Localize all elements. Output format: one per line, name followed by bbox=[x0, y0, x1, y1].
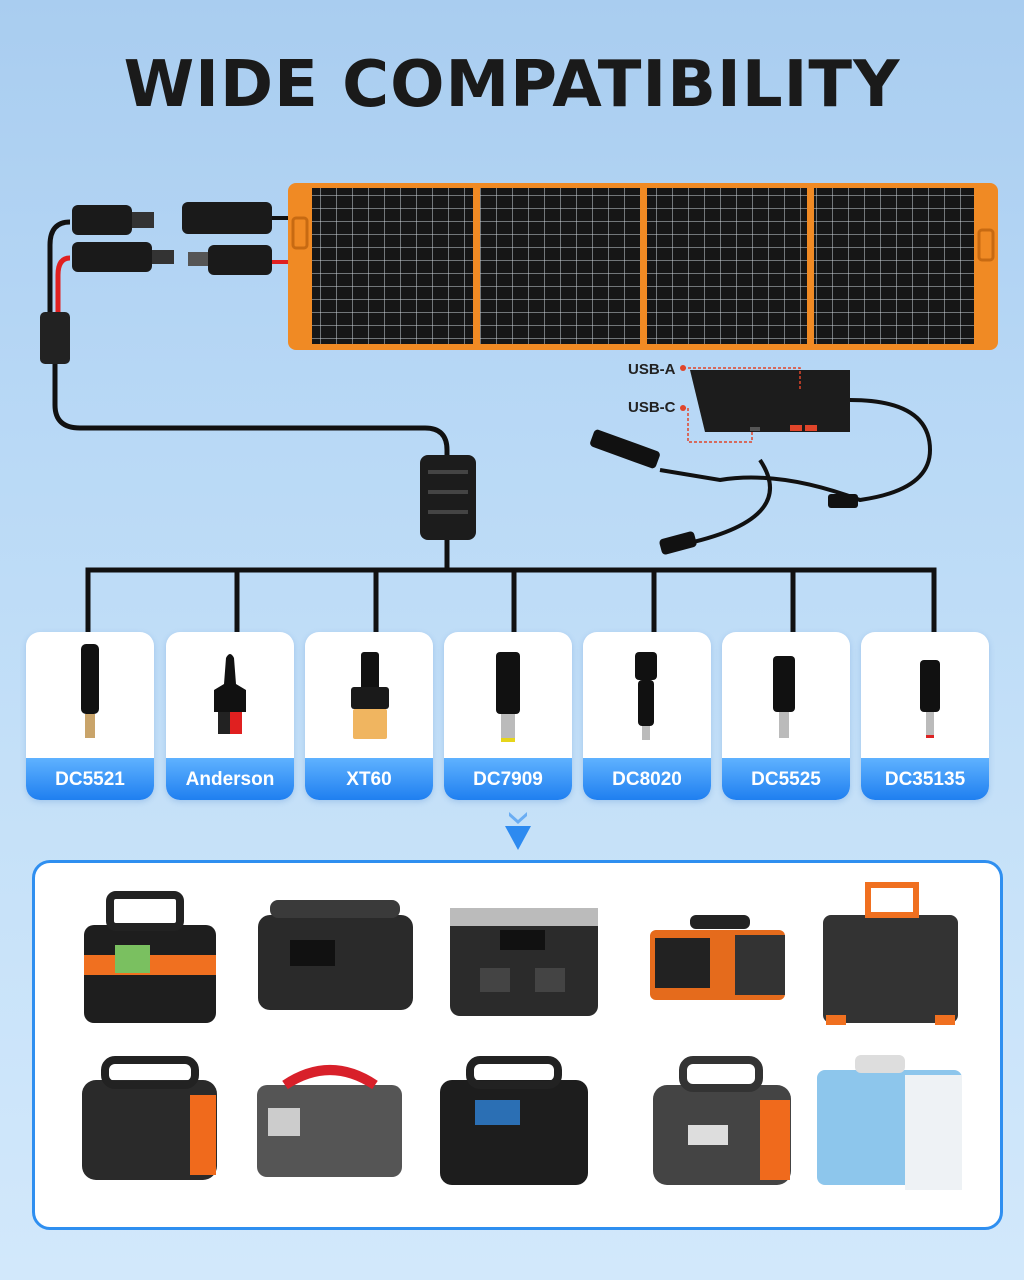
power-station-grid bbox=[82, 882, 962, 1190]
connector-label: DC35135 bbox=[861, 758, 989, 800]
power-station-image bbox=[257, 1065, 402, 1177]
power-station-image bbox=[440, 1056, 588, 1185]
dc7909-plug-icon bbox=[496, 652, 520, 742]
solar-cell bbox=[312, 188, 473, 344]
y-branch-connector bbox=[40, 312, 70, 364]
connector-label: Anderson bbox=[166, 758, 294, 800]
dc5521-plug-icon bbox=[81, 644, 99, 738]
page-title: WIDE COMPATIBILITY bbox=[123, 48, 901, 122]
usb-a-label: USB-A bbox=[628, 361, 676, 378]
connector-card-dc35135: DC35135 bbox=[861, 632, 989, 800]
solar-cell bbox=[480, 188, 640, 344]
power-station-image bbox=[650, 915, 785, 1000]
branch-cable bbox=[85, 567, 937, 632]
connector-card-dc7909: DC7909 bbox=[444, 632, 572, 800]
connector-label: DC5521 bbox=[26, 758, 154, 800]
connector-card-anderson: Anderson bbox=[166, 632, 294, 800]
connector-label: XT60 bbox=[305, 758, 433, 800]
solar-panel bbox=[288, 183, 998, 350]
usb-c-label: USB-C bbox=[628, 399, 676, 416]
power-station-image bbox=[450, 908, 598, 1016]
solar-cell bbox=[814, 188, 974, 344]
dc8020-plug-icon bbox=[635, 652, 657, 740]
dc5525-plug-icon bbox=[773, 656, 795, 738]
power-station-image bbox=[823, 882, 958, 1025]
connector-label: DC5525 bbox=[722, 758, 850, 800]
dc35135-plug-icon bbox=[920, 660, 940, 738]
power-station-image bbox=[82, 1056, 217, 1180]
power-station-image bbox=[653, 1056, 791, 1185]
anderson-plug-icon bbox=[214, 654, 246, 734]
power-station-image bbox=[84, 891, 216, 1023]
connector-card-dc5525: DC5525 bbox=[722, 632, 850, 800]
solar-panel-illustration bbox=[40, 183, 998, 850]
solar-cell bbox=[647, 188, 807, 344]
power-station-image bbox=[817, 1055, 962, 1190]
connector-card-dc5521: DC5521 bbox=[26, 632, 154, 800]
connector-label: DC7909 bbox=[444, 758, 572, 800]
usb-junction-box bbox=[590, 365, 933, 555]
power-station-image bbox=[258, 900, 413, 1010]
cable bbox=[52, 364, 450, 460]
xt60-plug-icon bbox=[351, 652, 389, 739]
cable bbox=[47, 219, 71, 330]
output-connector bbox=[420, 455, 476, 540]
chevron-double-down-icon bbox=[505, 812, 531, 850]
mc4-connector-icon bbox=[72, 202, 290, 275]
connector-card-dc8020: DC8020 bbox=[583, 632, 711, 800]
connector-label: DC8020 bbox=[583, 758, 711, 800]
cable bbox=[55, 255, 71, 320]
connector-card-xt60: XT60 bbox=[305, 632, 433, 800]
